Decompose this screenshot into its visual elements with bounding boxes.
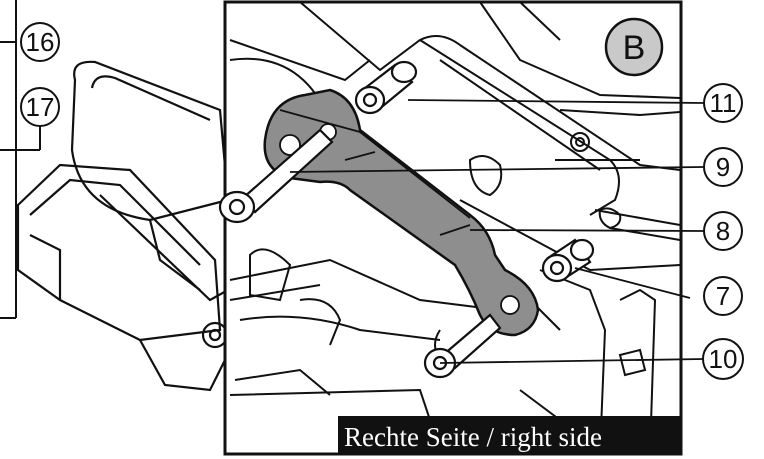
bolt-9 <box>218 128 334 224</box>
callout-17: 17 <box>20 87 60 127</box>
callout-8-label: 8 <box>716 216 730 246</box>
callout-10-label: 10 <box>709 344 738 374</box>
panel-label-text: B <box>623 29 646 67</box>
callout-16: 16 <box>20 22 60 62</box>
left-callout-bracket <box>0 0 41 319</box>
callout-17-label: 17 <box>26 92 55 122</box>
callout-9: 9 <box>703 147 743 187</box>
callout-7: 7 <box>703 276 743 316</box>
callout-8: 8 <box>703 211 743 251</box>
caption-bar: Rechte Seite / right side <box>338 416 681 454</box>
leader-lines <box>289 99 705 364</box>
callout-7-label: 7 <box>716 281 730 311</box>
spacer-11 <box>354 60 418 115</box>
callout-11-label: 11 <box>710 88 737 118</box>
footrest-bracket-part <box>263 88 540 337</box>
caption-text: Rechte Seite / right side <box>344 422 602 452</box>
callout-11: 11 <box>703 83 743 123</box>
callout-10: 10 <box>702 338 744 380</box>
callout-16-label: 16 <box>26 27 55 57</box>
callout-9-label: 9 <box>716 152 730 182</box>
panel-label-b: B <box>604 17 664 77</box>
spacer-7 <box>541 238 595 283</box>
